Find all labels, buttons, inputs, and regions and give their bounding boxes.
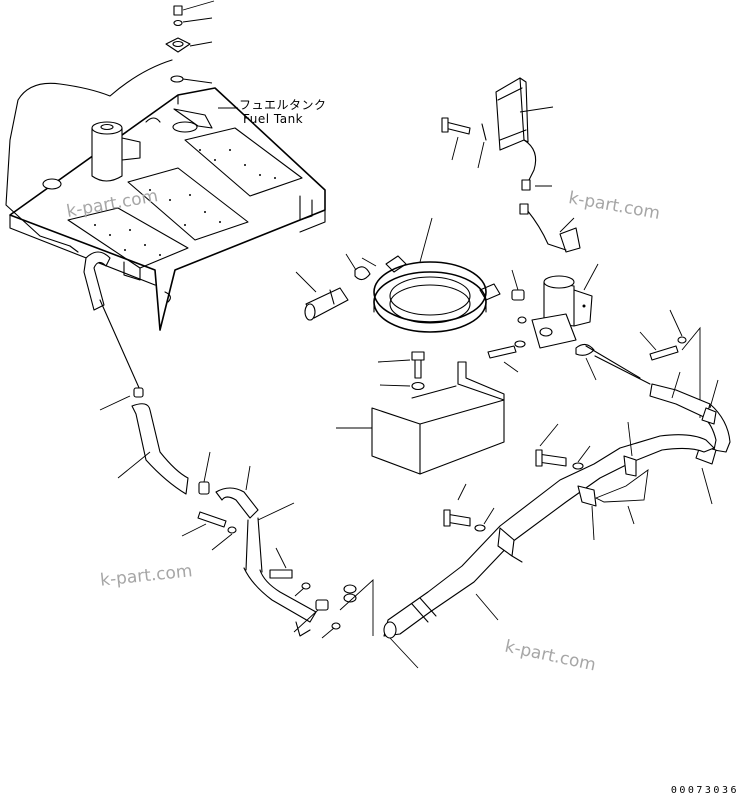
cover-plate: [184, 127, 303, 197]
bolt-icon: [649, 345, 679, 361]
tank-cap-stack: [165, 0, 215, 84]
nut-icon: [331, 622, 341, 630]
clamp-icon: [623, 455, 637, 477]
bolt-icon: [269, 569, 293, 579]
clamp-icon: [354, 266, 371, 281]
washer-icon: [677, 336, 687, 344]
o-ring-icon: [170, 75, 184, 83]
washer-icon: [173, 19, 183, 27]
clamp-icon: [701, 407, 717, 425]
clamp-icon: [575, 343, 595, 356]
washer-icon: [572, 462, 584, 470]
bolt-icon: [173, 5, 183, 16]
coil-hose: [295, 217, 501, 333]
fuel-tank-label-jp: フュエルタンク: [239, 98, 327, 112]
elbow-tube: [215, 487, 259, 519]
cap-icon: [165, 37, 191, 53]
o-ring-icon: [517, 316, 527, 324]
washer-icon: [301, 582, 311, 590]
filter-canister: [91, 127, 123, 182]
bolt-icon: [487, 345, 517, 359]
washer-icon: [474, 524, 486, 532]
drawing-code: 00073036: [670, 785, 739, 796]
clamp-icon: [315, 599, 329, 611]
clamp-icon: [511, 289, 525, 301]
washer-icon: [227, 526, 237, 534]
bolt-icon: [444, 121, 471, 135]
clip-icon: [133, 387, 144, 398]
guard-plate: [371, 361, 505, 475]
pump-manifold: [531, 313, 577, 349]
cover-plate: [127, 167, 249, 241]
fuel-tank: [5, 59, 326, 331]
fuel-tank-label-en: Fuel Tank: [243, 112, 304, 126]
filler-neck: [172, 121, 198, 133]
left-hose-assembly: [83, 251, 374, 639]
cover-plate: [67, 207, 189, 269]
right-hose-line: [383, 309, 731, 669]
filter-unit: [441, 77, 554, 191]
o-ring-icon: [514, 340, 526, 348]
clamp-icon: [198, 481, 210, 495]
guard-tray: [336, 351, 505, 475]
hose-segment: [649, 383, 711, 419]
main-hose: [383, 434, 715, 637]
hose-lower: [131, 403, 189, 495]
clamp-icon: [577, 485, 597, 507]
bolt-icon: [197, 511, 227, 528]
hose-upper: [83, 251, 111, 311]
bolt-icon: [411, 351, 425, 361]
wire-harness: [5, 59, 173, 247]
pump-assembly: [487, 203, 599, 381]
washer-icon: [411, 381, 425, 391]
